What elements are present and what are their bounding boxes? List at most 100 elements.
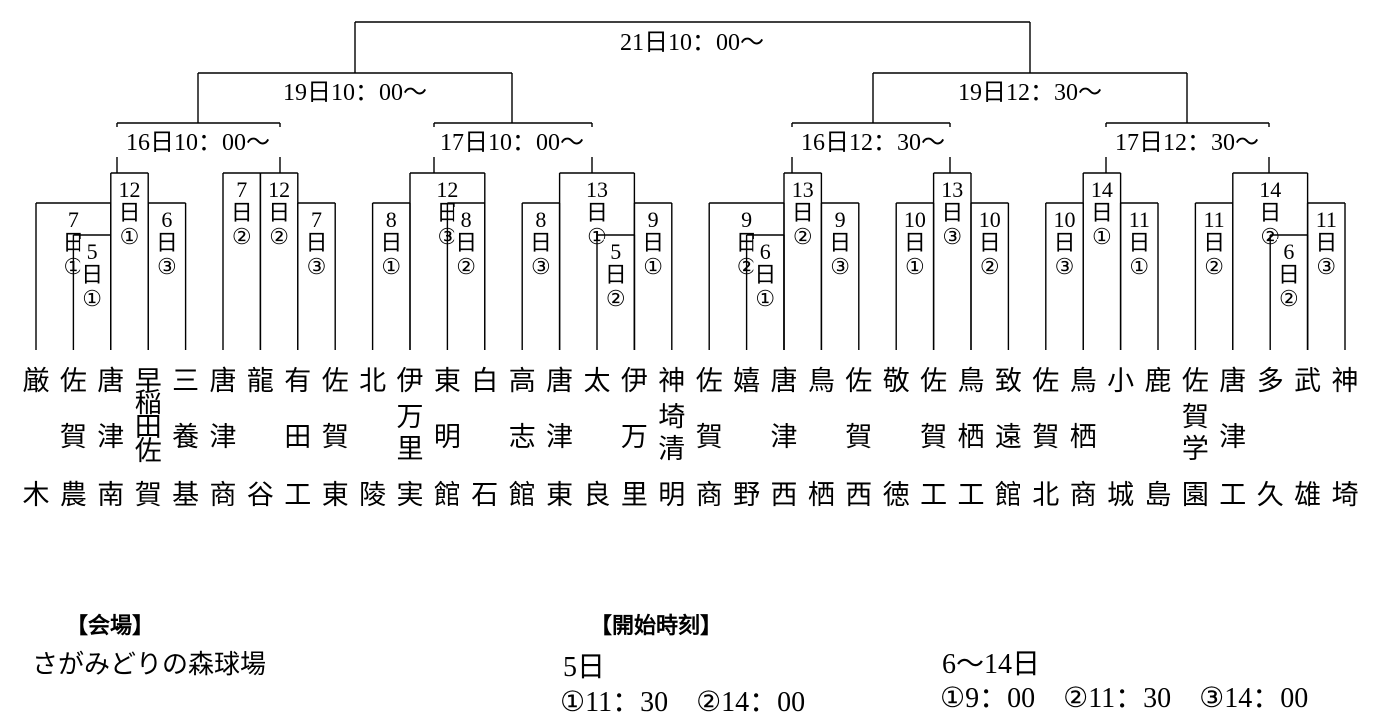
team-name-middle-char: 埼 bbox=[658, 402, 685, 433]
team-name-bottom: 賀 bbox=[135, 480, 162, 511]
team-name-middle: 栖 bbox=[1070, 422, 1097, 453]
team-name-bottom: 木 bbox=[23, 480, 50, 511]
team-name-middle: 津 bbox=[97, 422, 124, 453]
slot-game-number: ② bbox=[232, 224, 252, 249]
team-name-middle: 栖 bbox=[958, 422, 985, 453]
slot-day-unit: 日 bbox=[979, 230, 1001, 255]
team-name-top: 太 bbox=[584, 366, 611, 397]
team-name-bottom: 実 bbox=[397, 480, 424, 511]
slot-day-unit: 日 bbox=[1128, 230, 1150, 255]
slot-game-number: ② bbox=[980, 254, 1000, 279]
team-name-middle-char: 賀 bbox=[1182, 402, 1209, 433]
team-name-top: 佐 bbox=[1182, 366, 1209, 397]
day5-times: ①11：30 ②14：00 bbox=[560, 687, 806, 718]
team-name-top: 有 bbox=[284, 366, 311, 397]
team-name-bottom: 工 bbox=[1219, 480, 1246, 511]
team-name-bottom: 石 bbox=[471, 480, 498, 511]
slot-game-number: ③ bbox=[942, 224, 962, 249]
team-name-bottom: 館 bbox=[995, 480, 1022, 511]
team-name-middle: 賀 bbox=[696, 422, 723, 453]
team-name-bottom: 北 bbox=[1032, 480, 1059, 511]
quarterfinal-label: 16日12：30〜 bbox=[801, 130, 945, 156]
team-name-top: 唐 bbox=[1219, 366, 1246, 397]
team-name-middle: 賀 bbox=[920, 422, 947, 453]
slot-day: 8 bbox=[461, 207, 472, 232]
slot-day: 10 bbox=[904, 207, 926, 232]
team-name-top: 鹿 bbox=[1145, 366, 1172, 397]
slot-day-unit: 日 bbox=[268, 200, 290, 225]
slot-day: 13 bbox=[792, 177, 814, 202]
team-name-middle-char: 里 bbox=[397, 434, 424, 465]
team-name-top: 高 bbox=[509, 366, 536, 397]
team-name-middle-char: 万 bbox=[397, 402, 424, 433]
slot-game-number: ② bbox=[1279, 286, 1299, 311]
team-name-top: 佐 bbox=[322, 366, 349, 397]
team-name-bottom: 城 bbox=[1107, 480, 1134, 511]
team-name-bottom: 野 bbox=[733, 480, 760, 511]
team-name-bottom: 谷 bbox=[247, 480, 274, 511]
team-name-top: 多 bbox=[1257, 366, 1284, 397]
slot-day-unit: 日 bbox=[455, 230, 477, 255]
team-name-bottom: 栖 bbox=[808, 480, 835, 511]
team-name-bottom: 久 bbox=[1257, 480, 1284, 511]
slot-game-number: ① bbox=[381, 254, 401, 279]
team-name-top: 唐 bbox=[771, 366, 798, 397]
day6-14-times: ①9：00 ②11：30 ③14：00 bbox=[940, 683, 1309, 714]
team-name-top: 伊 bbox=[621, 366, 648, 397]
team-name-bottom: 東 bbox=[546, 480, 573, 511]
slot-day-unit: 日 bbox=[231, 200, 253, 225]
team-name-top: 神 bbox=[658, 366, 685, 397]
day5-label: 5日 bbox=[563, 652, 606, 683]
start-times-heading: 【開始時刻】 bbox=[590, 614, 723, 639]
slot-day: 13 bbox=[586, 177, 608, 202]
team-name-bottom: 農 bbox=[60, 480, 87, 511]
slot-day-unit: 日 bbox=[530, 230, 552, 255]
team-name-top: 伊 bbox=[397, 366, 424, 397]
slot-day: 6 bbox=[1283, 239, 1294, 264]
team-name-top: 三 bbox=[172, 366, 199, 397]
slot-game-number: ③ bbox=[531, 254, 551, 279]
slot-day: 5 bbox=[87, 239, 98, 264]
team-name-top: 鳥 bbox=[958, 366, 985, 397]
slot-day-unit: 日 bbox=[305, 230, 327, 255]
slot-day: 14 bbox=[1259, 177, 1281, 202]
quarterfinal-label: 17日10：00〜 bbox=[440, 130, 584, 156]
slot-day: 9 bbox=[648, 207, 659, 232]
team-name-bottom: 西 bbox=[771, 480, 798, 511]
slot-game-number: ① bbox=[643, 254, 663, 279]
team-name-middle: 津 bbox=[1219, 422, 1246, 453]
team-name-bottom: 良 bbox=[584, 480, 611, 511]
team-name-bottom: 基 bbox=[172, 480, 199, 511]
slot-game-number: ① bbox=[755, 286, 775, 311]
slot-game-number: ① bbox=[905, 254, 925, 279]
team-name-top: 北 bbox=[359, 366, 386, 397]
team-name-bottom: 南 bbox=[97, 480, 124, 511]
quarterfinal-label: 17日12：30〜 bbox=[1115, 130, 1259, 156]
team-name-top: 嬉 bbox=[733, 366, 760, 397]
slot-day: 8 bbox=[535, 207, 546, 232]
slot-day-unit: 日 bbox=[586, 200, 608, 225]
team-name-bottom: 雄 bbox=[1294, 480, 1321, 511]
slot-day-unit: 日 bbox=[156, 230, 178, 255]
team-name-middle-char: 清 bbox=[658, 434, 685, 465]
team-name-middle: 津 bbox=[771, 422, 798, 453]
slot-day-unit: 日 bbox=[941, 200, 963, 225]
team-name-bottom: 工 bbox=[958, 480, 985, 511]
team-name-top: 東 bbox=[434, 366, 461, 397]
slot-day: 9 bbox=[835, 207, 846, 232]
team-name-bottom: 館 bbox=[509, 480, 536, 511]
team-name-bottom: 商 bbox=[1070, 480, 1097, 511]
slot-day-unit: 日 bbox=[904, 230, 926, 255]
slot-day-unit: 日 bbox=[1259, 200, 1281, 225]
team-name-top: 神 bbox=[1332, 366, 1359, 397]
slot-day: 11 bbox=[1129, 207, 1150, 232]
team-name-bottom: 陵 bbox=[359, 480, 386, 511]
slot-game-number: ① bbox=[1129, 254, 1149, 279]
final-round-label: 21日10：00〜 bbox=[620, 30, 764, 56]
team-name-top: 龍 bbox=[247, 366, 274, 397]
slot-day: 11 bbox=[1316, 207, 1337, 232]
slot-game-number: ② bbox=[793, 224, 813, 249]
slot-day: 12 bbox=[436, 177, 458, 202]
team-name-bottom: 工 bbox=[920, 480, 947, 511]
